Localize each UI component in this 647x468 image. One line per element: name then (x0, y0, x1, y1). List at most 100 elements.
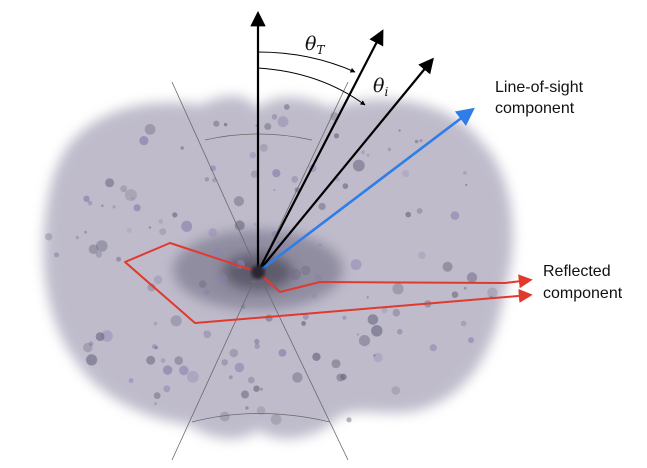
cloud-clump (402, 170, 410, 178)
cloud-clump (468, 337, 474, 344)
cloud-clump (187, 370, 199, 383)
cloud-clump (342, 315, 347, 320)
cloud-clump (350, 259, 362, 271)
reflected-path-upper (124, 242, 533, 324)
cloud-clump (416, 208, 423, 214)
theta-i-label: θi (373, 75, 388, 99)
cloud-clump (163, 365, 173, 375)
line-of-sight-arrow (257, 107, 475, 274)
cloud-clump (44, 233, 53, 241)
cloud-clump (88, 244, 99, 254)
cloud-clump (291, 175, 299, 183)
cloud-clump (253, 385, 260, 392)
cloud-clump (335, 177, 340, 182)
cloud-clump (248, 376, 255, 384)
cloud-clump (204, 289, 210, 295)
cloud-clump (259, 143, 268, 152)
cloud-clump (229, 348, 239, 358)
theta-T-arc (257, 51, 356, 73)
cloud-clump (84, 230, 88, 234)
cloud-clump (151, 344, 157, 350)
cloud-clump (272, 169, 281, 178)
cloud-clump (366, 296, 369, 299)
cloud-clump (153, 392, 161, 399)
reflected-paths (124, 242, 533, 324)
cloud-clump (300, 265, 311, 276)
cloud-clump (392, 308, 401, 317)
reflected-path-lower (257, 271, 533, 293)
cloud-clump (86, 354, 98, 366)
angle-arcs (257, 51, 366, 106)
cloud-clump (170, 315, 182, 327)
cloud-clump (221, 359, 228, 366)
cloud-clump (450, 211, 460, 220)
cloud-clump (311, 293, 317, 299)
cloud-clump (312, 352, 321, 361)
cloud-clump (373, 354, 376, 357)
cloud-clump (352, 159, 365, 172)
cloud-clump (361, 150, 366, 155)
cloud-clump (54, 252, 59, 258)
cloud-clump (208, 228, 217, 237)
cloud-clump (336, 373, 345, 382)
cloud-clump (87, 200, 93, 206)
cloud-clump (198, 280, 207, 289)
cloud-clump (139, 136, 149, 146)
cloud-clump (278, 349, 287, 357)
cloud-clump (289, 268, 301, 281)
cloud-clump (318, 243, 322, 247)
cloud-clump (83, 342, 93, 353)
cloud-clump (83, 195, 90, 202)
cloud-clump (126, 227, 132, 233)
cloud-clump (373, 352, 383, 363)
cloud-clump (181, 220, 193, 232)
cloud-clump (367, 314, 379, 325)
cloud-clump (250, 170, 259, 178)
cloud-clump (105, 178, 115, 188)
cloud-clump (101, 330, 113, 342)
cloud-clump (133, 204, 141, 212)
cloud-clump (314, 273, 322, 282)
central-source (251, 265, 265, 279)
cloud-clump (120, 185, 128, 193)
cloud-clump (460, 320, 467, 327)
cloud-clump (154, 402, 157, 406)
cloud-clump (95, 251, 103, 258)
cloud-clump (405, 211, 412, 218)
reflected-label: Reflected component (543, 263, 623, 302)
cloud-clump (277, 116, 289, 128)
cloud-clump (245, 406, 249, 410)
cloud-clump (95, 332, 105, 341)
cloud-clump (264, 123, 272, 130)
cloud-clump (223, 122, 228, 127)
cloud-clump (212, 178, 217, 183)
cloud-clump (253, 222, 257, 226)
cloud-clump (270, 414, 282, 425)
cloud-clump (219, 411, 230, 422)
line-of-sight-label: Line-of-sight component (495, 79, 588, 117)
cloud-clump (101, 204, 104, 207)
cloud-clump (356, 333, 359, 336)
cloud-clump (331, 359, 341, 369)
theta-T-label: θT (305, 33, 325, 57)
cloud-clump (213, 120, 220, 127)
cloud-clump (179, 365, 189, 376)
cloud-clump (318, 202, 326, 211)
theta-i-arrow (257, 57, 434, 273)
cloud-clump (254, 338, 260, 345)
cloud-clump (159, 228, 167, 236)
cloud-clump (465, 183, 468, 186)
cloud-clump (75, 235, 79, 240)
cloud-clump (342, 183, 349, 189)
cloud-clump (256, 406, 266, 415)
cloud-clump (241, 390, 249, 399)
cloud-clump (451, 291, 459, 299)
cloud-clump (346, 417, 352, 423)
cloud-clump (366, 153, 370, 157)
cloud-clump (265, 314, 273, 322)
cloud-clump (429, 344, 437, 352)
cloud-clump (358, 335, 371, 347)
cloud-clump (203, 330, 206, 333)
